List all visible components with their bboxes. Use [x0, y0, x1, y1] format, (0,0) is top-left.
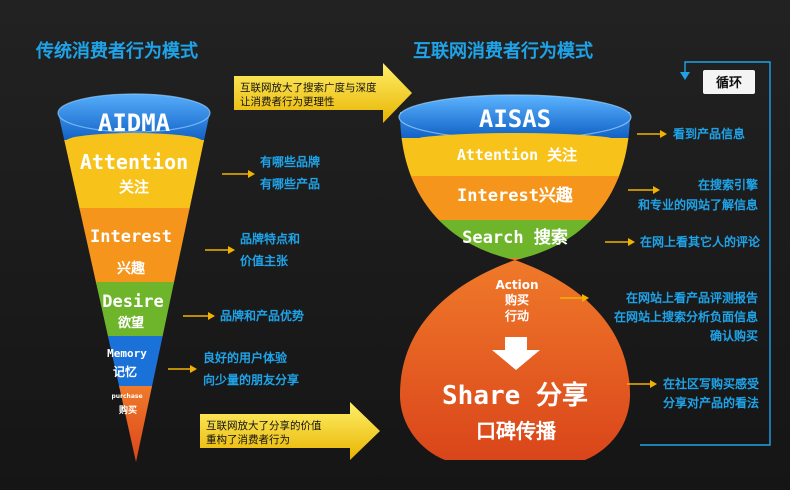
right-section-title: 互联网消费者行为模式	[413, 40, 593, 62]
aisas-note-interest-1: 在搜索引擎	[698, 177, 758, 192]
top-arrow-line-2: 让消费者行为更理性	[240, 95, 335, 108]
left-section-title: 传统消费者行为模式	[35, 40, 198, 62]
bottom-arrow: 互联网放大了分享的价值 重构了消费者行为	[200, 402, 380, 460]
aisas-note-action-1: 在网站上看产品评测报告	[626, 290, 758, 305]
aidma-pointers	[168, 170, 255, 373]
aidma-memory-en: Memory	[107, 347, 147, 360]
aidma-interest-en: Interest	[90, 227, 172, 247]
aisas-interest: Interest兴趣	[457, 185, 574, 206]
bottom-arrow-line-2: 重构了消费者行为	[206, 433, 290, 446]
aidma-memory-cn: 记忆	[113, 364, 137, 379]
bottom-arrow-line-1: 互联网放大了分享的价值	[206, 419, 322, 432]
aidma-purchase-en: purchase	[111, 393, 142, 400]
aisas-note-interest-2: 和专业的网站了解信息	[637, 197, 758, 212]
aisas-action-cn-2: 行动	[504, 308, 529, 323]
aidma-rim	[66, 133, 202, 149]
down-arrow-icon	[492, 337, 540, 370]
loop-indicator: 循环	[640, 61, 771, 446]
aisas-action-cn-1: 购买	[505, 292, 529, 307]
aisas-note-action-3: 确认购买	[710, 328, 758, 343]
aisas-top-ellipse	[399, 95, 631, 139]
aidma-note-memory-1: 良好的用户体验	[203, 350, 288, 365]
aidma-attention-cn: 关注	[119, 178, 149, 196]
aisas-note-share-1: 在社区写购买感受	[663, 376, 759, 391]
aisas-pointers	[560, 130, 667, 388]
aidma-note-interest-2: 价值主张	[240, 253, 289, 268]
top-arrow-line-1: 互联网放大了搜索广度与深度	[240, 81, 377, 94]
loop-label: 循环	[716, 75, 742, 91]
aidma-desire-en: Desire	[102, 292, 163, 312]
aidma-attention-en: Attention	[80, 150, 188, 174]
aisas-share-cn: 口碑传播	[476, 419, 557, 443]
aidma-note-interest-1: 品牌特点和	[240, 231, 300, 246]
aisas-note-search: 在网上看其它人的评论	[640, 234, 761, 249]
aisas-attention: Attention 关注	[457, 146, 577, 164]
aidma-purchase-cn: 购买	[119, 404, 137, 416]
aidma-desire-cn: 欲望	[117, 315, 144, 331]
aisas-note-action-2: 在网站上搜索分析负面信息	[614, 309, 758, 324]
loop-arrow-icon	[680, 72, 690, 80]
aisas-search: Search 搜索	[462, 227, 568, 248]
aidma-note-attention-2: 有哪些产品	[260, 176, 320, 191]
aisas-note-share-2: 分享对产品的看法	[663, 395, 759, 410]
aisas-share: Share 分享	[442, 380, 588, 411]
aisas-action-en: Action	[495, 278, 538, 292]
aidma-note-desire: 品牌和产品优势	[220, 308, 304, 323]
aidma-note-memory-2: 向少量的朋友分享	[203, 372, 299, 387]
aidma-title: AIDMA	[98, 109, 171, 137]
aidma-note-attention-1: 有哪些品牌	[260, 154, 320, 169]
loop-label-box	[703, 70, 755, 94]
aisas-note-attention: 看到产品信息	[673, 126, 745, 141]
aidma-interest-cn: 兴趣	[117, 260, 146, 277]
top-arrow: 互联网放大了搜索广度与深度 让消费者行为更理性	[234, 63, 412, 123]
aisas-title: AISAS	[479, 105, 551, 133]
